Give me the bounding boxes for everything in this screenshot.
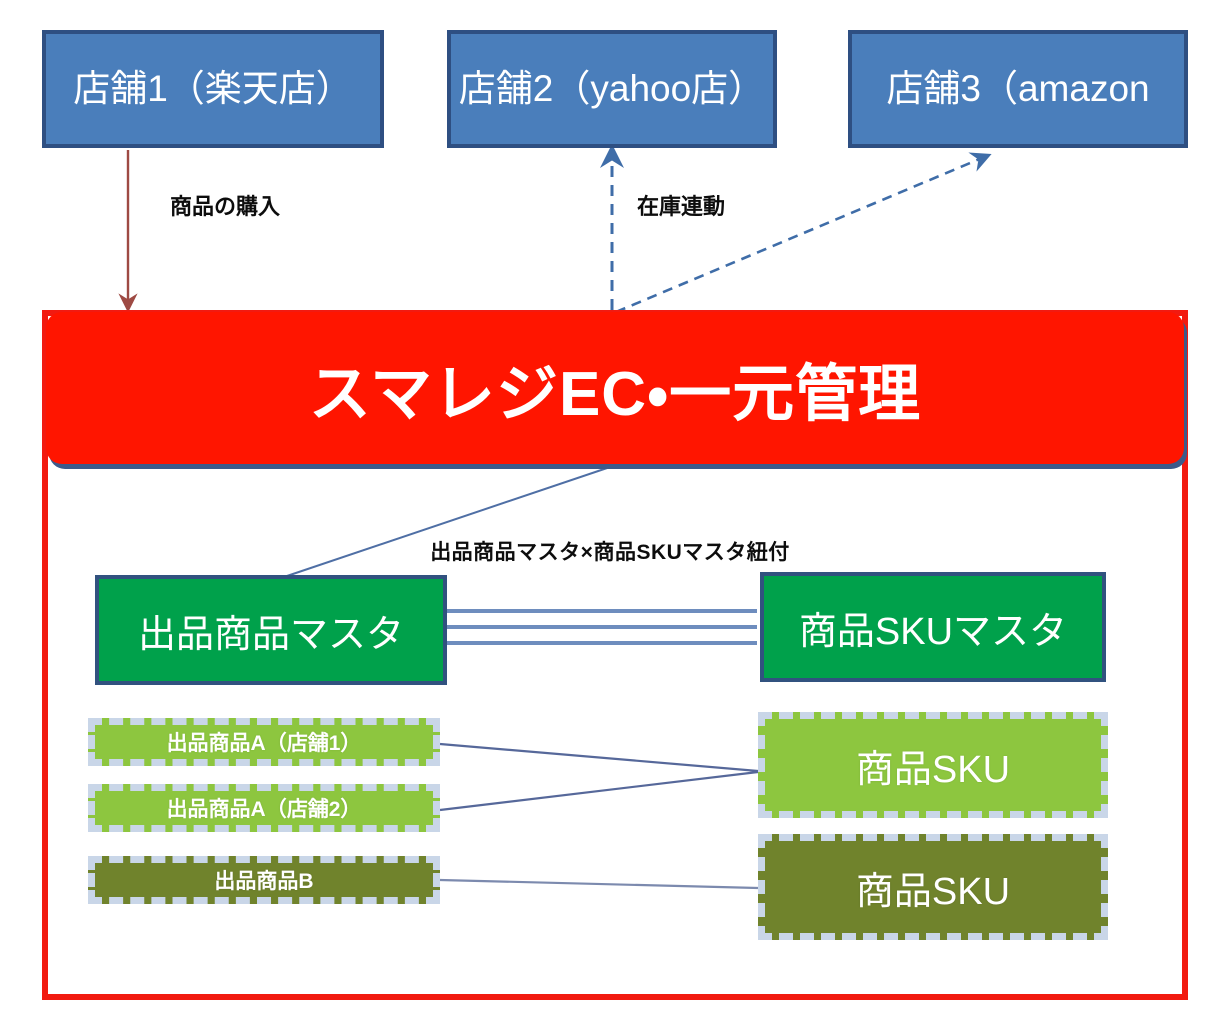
sku-item-olive-label: 商品SKU [855, 870, 1011, 913]
listing-item-b-label: 出品商品B [214, 870, 314, 893]
arrow-stock-sync-shop3 [615, 152, 992, 314]
sku-item-light-label: 商品SKU [855, 748, 1011, 791]
shop-box-amazon[interactable]: 店舗3（amazon [848, 30, 1188, 148]
sku-item-olive[interactable]: 商品SKU [758, 834, 1108, 940]
master-box-product-sku-label: 商品SKUマスタ [798, 610, 1068, 653]
shop-box-yahoo-label: 店舗2（yahoo店） [458, 67, 766, 109]
shop-box-rakuten[interactable]: 店舗1（楽天店） [42, 30, 384, 148]
master-box-listing-product-label: 出品商品マスタ [137, 613, 404, 656]
master-box-listing-product[interactable]: 出品商品マスタ [95, 575, 447, 685]
listing-item-a-store1[interactable]: 出品商品A（店舗1） [88, 718, 440, 766]
shop-box-yahoo[interactable]: 店舗2（yahoo店） [447, 30, 777, 148]
sku-item-light[interactable]: 商品SKU [758, 712, 1108, 818]
shop-box-rakuten-label: 店舗1（楽天店） [73, 67, 353, 109]
listing-item-a-store2-label: 出品商品A（店舗2） [166, 798, 362, 821]
listing-item-b[interactable]: 出品商品B [88, 856, 440, 904]
flow-label-purchase: 商品の購入 [170, 194, 281, 219]
shop-box-amazon-label: 店舗3（amazon [886, 67, 1150, 109]
master-link-caption: 出品商品マスタ×商品SKUマスタ紐付 [430, 541, 790, 564]
unified-management-banner-label: スマレジEC・一元管理 [308, 360, 922, 429]
listing-item-a-store2[interactable]: 出品商品A（店舗2） [88, 784, 440, 832]
listing-item-a-store1-label: 出品商品A（店舗1） [166, 732, 362, 755]
master-box-product-sku[interactable]: 商品SKUマスタ [760, 572, 1106, 682]
unified-management-banner[interactable]: スマレジEC・一元管理 [46, 312, 1184, 464]
flow-label-stock-sync: 在庫連動 [637, 194, 726, 219]
